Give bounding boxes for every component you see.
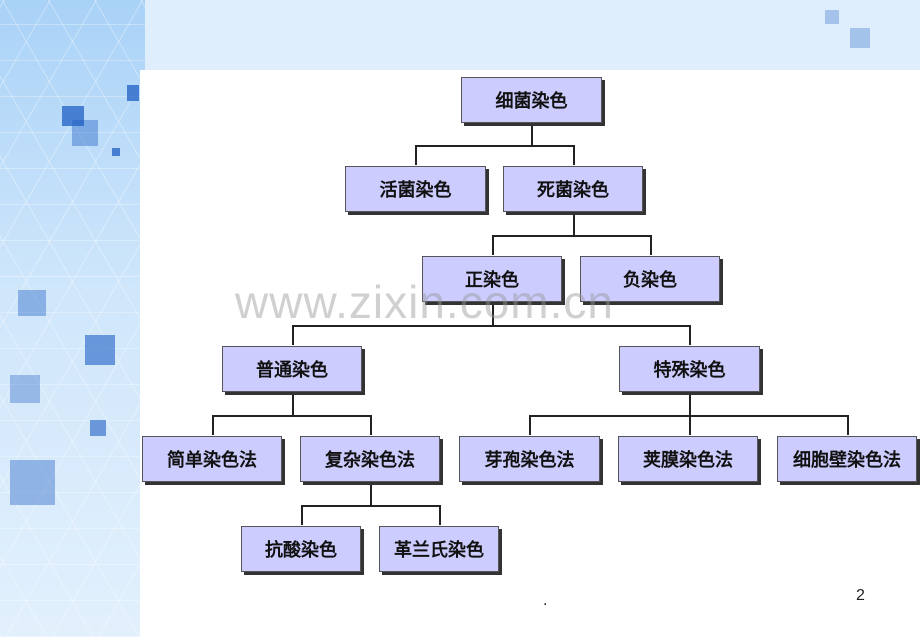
background-pattern bbox=[0, 0, 145, 637]
footer-dot: . bbox=[543, 592, 548, 609]
connector bbox=[301, 505, 303, 525]
connector bbox=[370, 415, 372, 435]
decor-square bbox=[850, 28, 870, 48]
connector bbox=[212, 415, 371, 417]
connector bbox=[573, 213, 575, 235]
node-live-staining: 活菌染色 bbox=[345, 166, 486, 212]
page-number: 2 bbox=[856, 587, 865, 604]
node-complex-staining: 复杂染色法 bbox=[300, 436, 440, 482]
connector bbox=[292, 325, 690, 327]
node-negative-staining: 负染色 bbox=[580, 256, 720, 302]
node-cellwall-staining: 细胞壁染色法 bbox=[777, 436, 917, 482]
connector bbox=[492, 235, 494, 255]
connector bbox=[650, 235, 652, 255]
connector bbox=[573, 145, 575, 165]
node-gram-staining: 革兰氏染色 bbox=[379, 526, 499, 572]
connector bbox=[301, 505, 440, 507]
node-capsule-staining: 荚膜染色法 bbox=[618, 436, 758, 482]
watermark: www.zixin.com.cn bbox=[235, 276, 614, 328]
node-acidfast-staining: 抗酸染色 bbox=[241, 526, 361, 572]
connector bbox=[292, 325, 294, 345]
decor-square bbox=[18, 290, 46, 316]
connector bbox=[212, 415, 214, 435]
connector bbox=[529, 415, 848, 417]
connector bbox=[689, 325, 691, 345]
connector bbox=[492, 235, 651, 237]
footer-area bbox=[140, 580, 920, 637]
decor-square bbox=[10, 375, 40, 403]
node-spore-staining: 芽孢染色法 bbox=[459, 436, 600, 482]
connector bbox=[292, 393, 294, 415]
decor-square bbox=[90, 420, 106, 436]
decor-square bbox=[112, 148, 120, 156]
decor-square bbox=[825, 10, 839, 24]
connector bbox=[415, 145, 574, 147]
node-bacterial-staining: 细菌染色 bbox=[461, 77, 602, 123]
node-dead-staining: 死菌染色 bbox=[503, 166, 643, 212]
node-special-staining: 特殊染色 bbox=[619, 346, 760, 392]
node-ordinary-staining: 普通染色 bbox=[222, 346, 362, 392]
connector bbox=[370, 483, 372, 505]
decor-square bbox=[72, 120, 98, 146]
connector bbox=[531, 125, 533, 145]
connector bbox=[689, 393, 691, 435]
header-band bbox=[145, 0, 920, 70]
connector bbox=[847, 415, 849, 435]
decor-square bbox=[62, 106, 84, 126]
decor-square bbox=[127, 85, 139, 101]
node-simple-staining: 简单染色法 bbox=[142, 436, 282, 482]
decor-square bbox=[10, 460, 55, 505]
connector bbox=[529, 415, 531, 435]
node-positive-staining: 正染色 bbox=[422, 256, 562, 302]
connector bbox=[492, 304, 494, 325]
connector bbox=[439, 505, 441, 525]
connector bbox=[415, 145, 417, 165]
decor-square bbox=[85, 335, 115, 365]
